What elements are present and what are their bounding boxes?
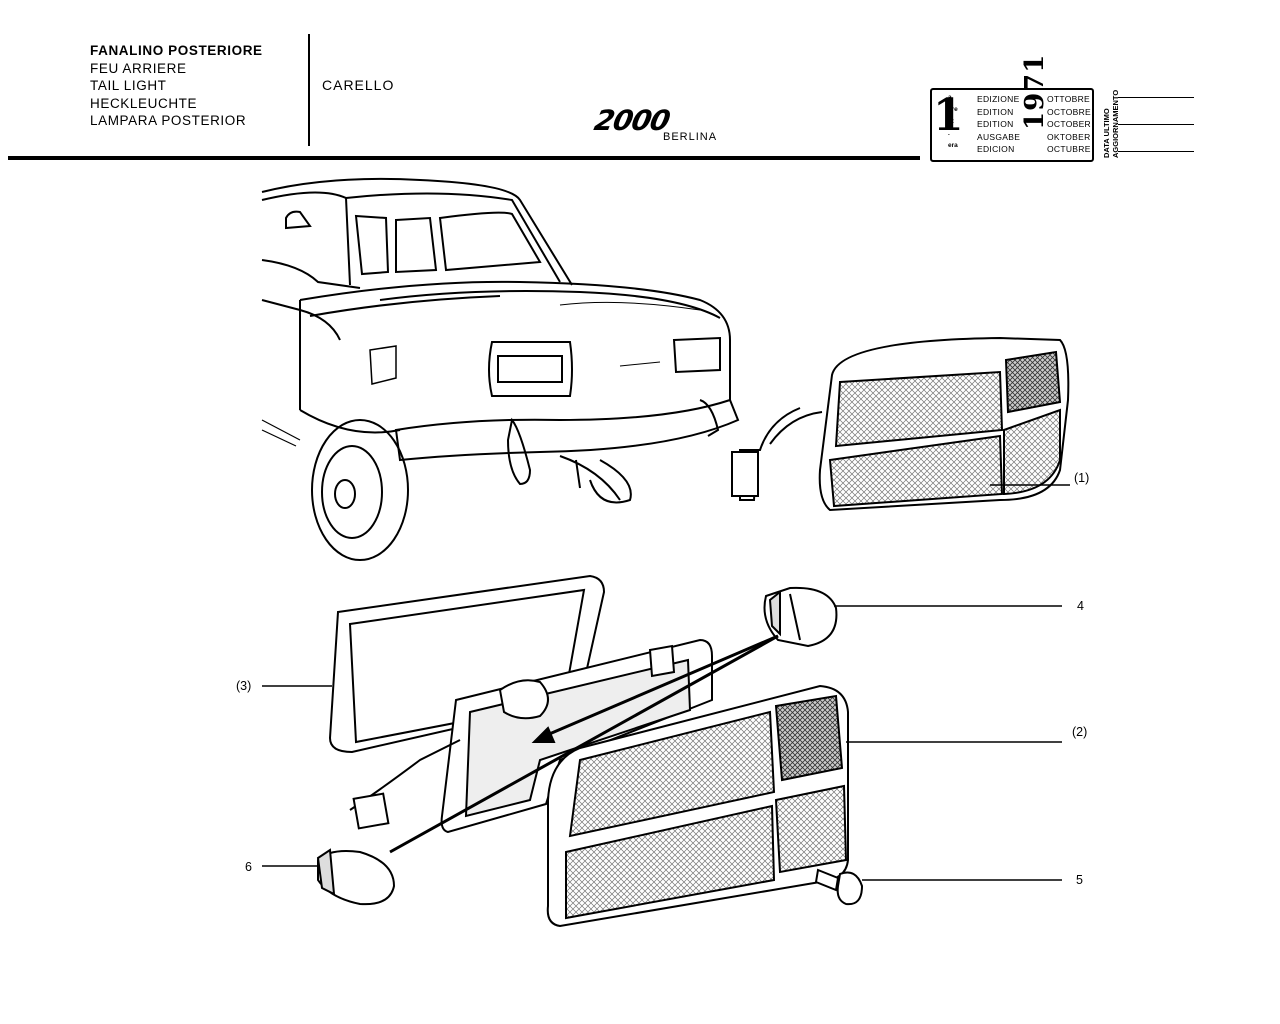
callout-5: 5 [1076,873,1083,887]
title-french: FEU ARRIERE [90,60,187,76]
edition-number: 1 [933,90,964,141]
edition-label: AUSGABE [977,131,1021,142]
edition-suffixes: a ère st . era [948,92,958,152]
edition-months: OTTOBRE OCTOBRE OCTOBER OKTOBER OCTUBRE [1047,93,1091,156]
tail-light-lens [546,684,1062,928]
title-german: HECKLEUCHTE [90,95,198,111]
edition-month: OCTOBRE [1047,106,1091,117]
header-rule [8,156,920,160]
callout-1: (1) [1074,471,1090,485]
edition-month: OKTOBER [1047,131,1091,142]
group-name: CARELLO [322,77,395,93]
model-variant: BERLINA [663,131,718,143]
screw-5 [814,868,1062,906]
edition-label: EDICION [977,144,1015,154]
title-block: FANALINO POSTERIORE FEU ARRIERE TAIL LIG… [90,42,263,130]
bulb-6 [262,848,396,906]
car-rear-illustration [261,177,740,561]
edition-stamp [930,88,1094,162]
edition-suffix: st [948,118,954,125]
callout-6: 6 [245,860,252,874]
edition-label: EDIZIONE [977,94,1020,104]
edition-suffix: ère [948,106,958,113]
callout-2: (2) [1072,725,1088,739]
title-italian: FANALINO POSTERIORE [90,43,263,58]
bulb-4 [389,586,1062,854]
title-spanish: LAMPARA POSTERIOR [90,113,247,128]
edition-month: OTTOBRE [1047,94,1091,104]
title-english: TAIL LIGHT [90,78,167,93]
edition-labels: EDIZIONE EDITION EDITION AUSGABE EDICION [977,93,1020,156]
header-divider [308,34,310,146]
tail-light-assembly [731,336,1070,512]
callout-4: 4 [1077,599,1084,613]
callout-3: (3) [236,679,252,693]
edition-month: OCTOBER [1047,119,1091,129]
edition-suffix: . [948,130,950,137]
edition-label: EDITION [977,119,1014,129]
update-blank-line [1118,151,1194,152]
edition-suffix: a [948,94,952,101]
update-blank-line [1118,124,1194,125]
update-blank-line [1118,97,1194,98]
edition-label: EDITION [977,106,1014,117]
edition-month: OCTUBRE [1047,144,1091,154]
edition-suffix: era [948,142,958,149]
